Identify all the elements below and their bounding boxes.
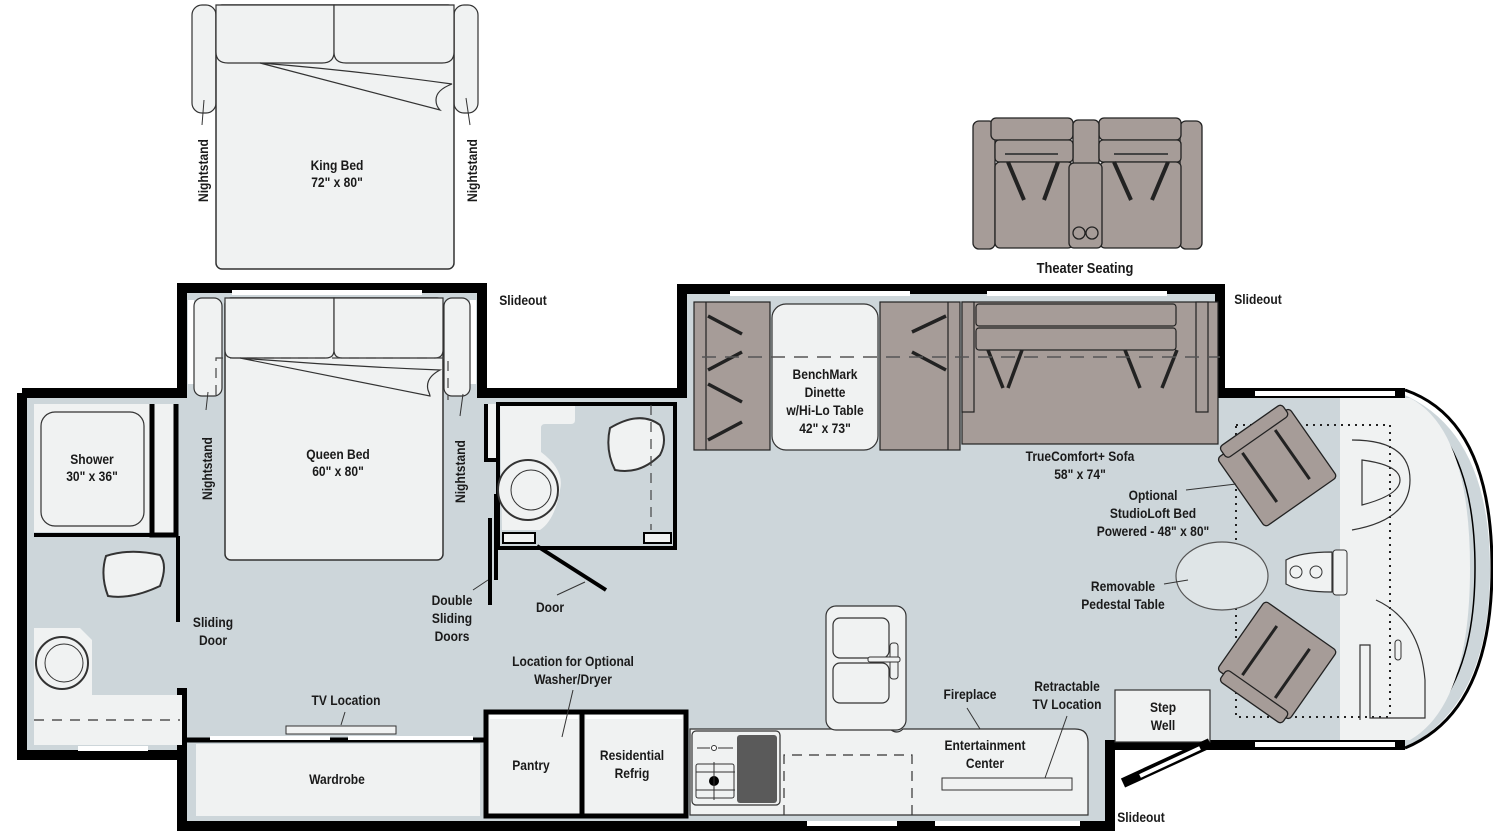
retractable-tv-label: Retractable TV Location xyxy=(1032,678,1102,712)
shower-label: Shower xyxy=(70,451,114,467)
cockpit xyxy=(1163,404,1426,724)
studioloft-label: Optional StudioLoft Bed Powered - 48" x … xyxy=(1096,487,1210,539)
fireplace-label: Fireplace xyxy=(943,686,997,702)
king-bed-label: King Bed xyxy=(310,157,364,173)
theater-seating-inset xyxy=(972,117,1203,250)
sofa-size: 58" x 74" xyxy=(1054,466,1106,482)
bedroom-nightstand-left-label: Nightstand xyxy=(199,437,215,500)
tv-location-label: TV Location xyxy=(311,692,381,708)
pantry-label: Pantry xyxy=(512,757,550,773)
theater-seating-label: Theater Seating xyxy=(1036,260,1134,277)
king-nightstand-left-label: Nightstand xyxy=(195,139,211,202)
slideout-label-bedroom: Slideout xyxy=(499,292,547,308)
queen-bed-size: 60" x 80" xyxy=(312,463,364,479)
king-bed-inset xyxy=(191,4,479,270)
rear-bath xyxy=(34,404,182,745)
pantry-refrig xyxy=(483,689,689,819)
king-nightstand-right-label: Nightstand xyxy=(464,139,480,202)
half-bath xyxy=(484,402,677,596)
washer-dryer-label: Location for Optional Washer/Dryer xyxy=(512,653,634,687)
sliding-door-label: Sliding Door xyxy=(192,614,234,648)
double-sliding-doors-label: Double Sliding Doors xyxy=(431,592,473,644)
step-well-label: Step Well xyxy=(1149,699,1177,733)
galley-counter xyxy=(689,605,1213,816)
dinette-sofa xyxy=(693,301,1220,451)
dinette-label: BenchMark Dinette w/Hi-Lo Table xyxy=(786,366,864,418)
dinette-size: 42" x 73" xyxy=(799,420,851,436)
king-bed-size: 72" x 80" xyxy=(311,174,363,190)
door-label: Door xyxy=(535,599,565,615)
shower-size: 30" x 36" xyxy=(66,468,118,484)
refrigerator-label: Residential Refrig xyxy=(599,747,665,781)
slideout-label-living: Slideout xyxy=(1234,291,1282,307)
bedroom-nightstand-right-label: Nightstand xyxy=(452,440,468,503)
slideout-label-entry: Slideout xyxy=(1117,809,1165,825)
sofa-label: TrueComfort+ Sofa xyxy=(1025,448,1135,464)
wardrobe-label: Wardrobe xyxy=(309,771,365,787)
pedestal-table-label: Removable Pedestal Table xyxy=(1081,578,1165,612)
queen-bed-label: Queen Bed xyxy=(306,446,370,462)
entertainment-center-label: Entertainment Center xyxy=(944,737,1026,771)
